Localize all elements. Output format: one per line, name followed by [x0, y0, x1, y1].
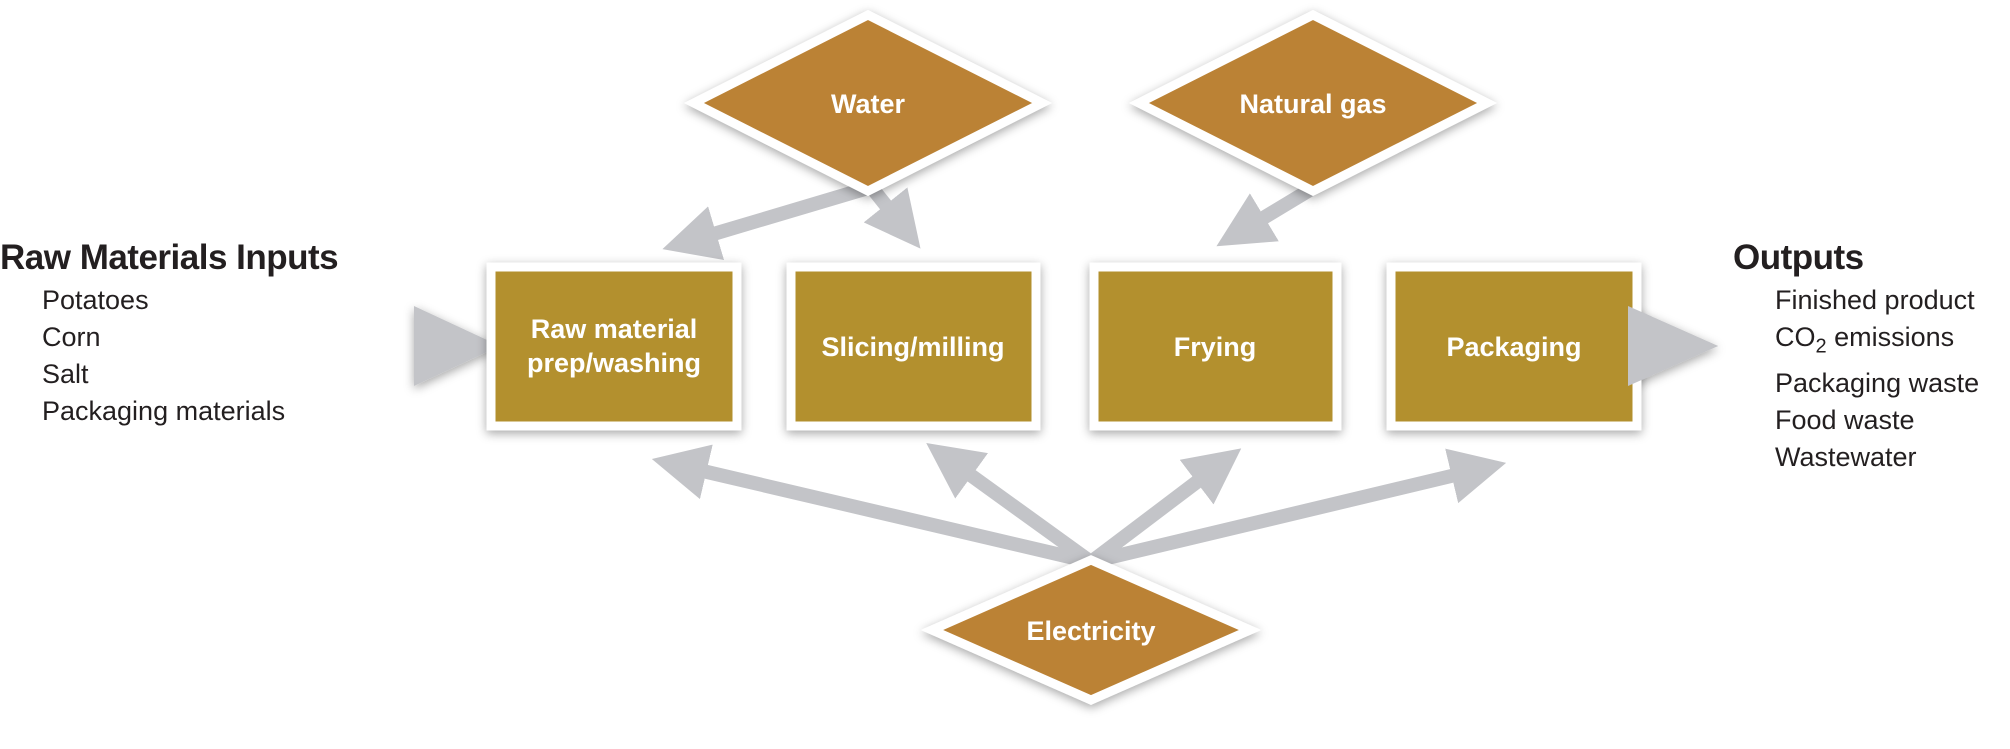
step-frying-box	[1089, 262, 1342, 431]
outputs-heading: Outputs	[1733, 238, 1864, 277]
output-item: Finished product	[1775, 285, 1975, 315]
arrow-electricity-to-raw-prep	[651, 444, 1093, 569]
co2-text: CO	[1775, 322, 1816, 352]
step-slicing-box	[786, 262, 1041, 431]
input-arrow	[414, 306, 500, 386]
inputs-panel: Raw Materials Inputs Potatoes Corn Salt …	[0, 238, 339, 430]
input-item: Packaging materials	[42, 396, 286, 426]
electricity-label: Electricity	[1026, 616, 1155, 646]
outputs-panel: Outputs Finished product CO2 emissions P…	[1733, 238, 1979, 476]
arrow-electricity-to-packaging	[1089, 448, 1507, 569]
arrow-gas-to-frying	[1216, 182, 1317, 247]
inputs-heading: Raw Materials Inputs	[0, 238, 339, 277]
step-packaging-box	[1386, 262, 1642, 431]
arrow-water-to-slicing	[863, 183, 921, 249]
raw-prep-label-line2: prep/washing	[527, 348, 701, 378]
step-raw-prep-box	[486, 262, 742, 431]
water-diamond	[684, 9, 1052, 197]
output-item: Packaging waste	[1775, 368, 1980, 399]
natural-gas-label: Natural gas	[1239, 89, 1386, 119]
slicing-label: Slicing/milling	[821, 332, 1004, 362]
arrow-electricity-to-slicing	[926, 443, 1096, 568]
frying-label: Frying	[1174, 332, 1257, 362]
outputs-list: Finished product CO2 emissions Packaging…	[1733, 282, 1979, 476]
input-item: Salt	[42, 359, 89, 389]
co2-subscript: 2	[1815, 335, 1827, 358]
raw-prep-label-line1: Raw material	[531, 314, 698, 344]
input-item: Potatoes	[42, 285, 149, 315]
natural-gas-diamond	[1129, 9, 1497, 197]
co2-rest: emissions	[1826, 322, 1955, 352]
output-item: Wastewater	[1775, 442, 1917, 473]
input-item: Corn	[42, 322, 101, 352]
electricity-diamond	[920, 555, 1262, 705]
packaging-label: Packaging	[1446, 332, 1581, 362]
water-label: Water	[831, 89, 906, 119]
output-item-co2: CO2 emissions	[1775, 319, 1979, 365]
arrow-electricity-to-frying	[1086, 448, 1242, 568]
output-item: Food waste	[1775, 405, 1915, 436]
arrow-water-to-raw-prep	[662, 181, 870, 261]
inputs-list: Potatoes Corn Salt Packaging materials	[0, 282, 338, 430]
